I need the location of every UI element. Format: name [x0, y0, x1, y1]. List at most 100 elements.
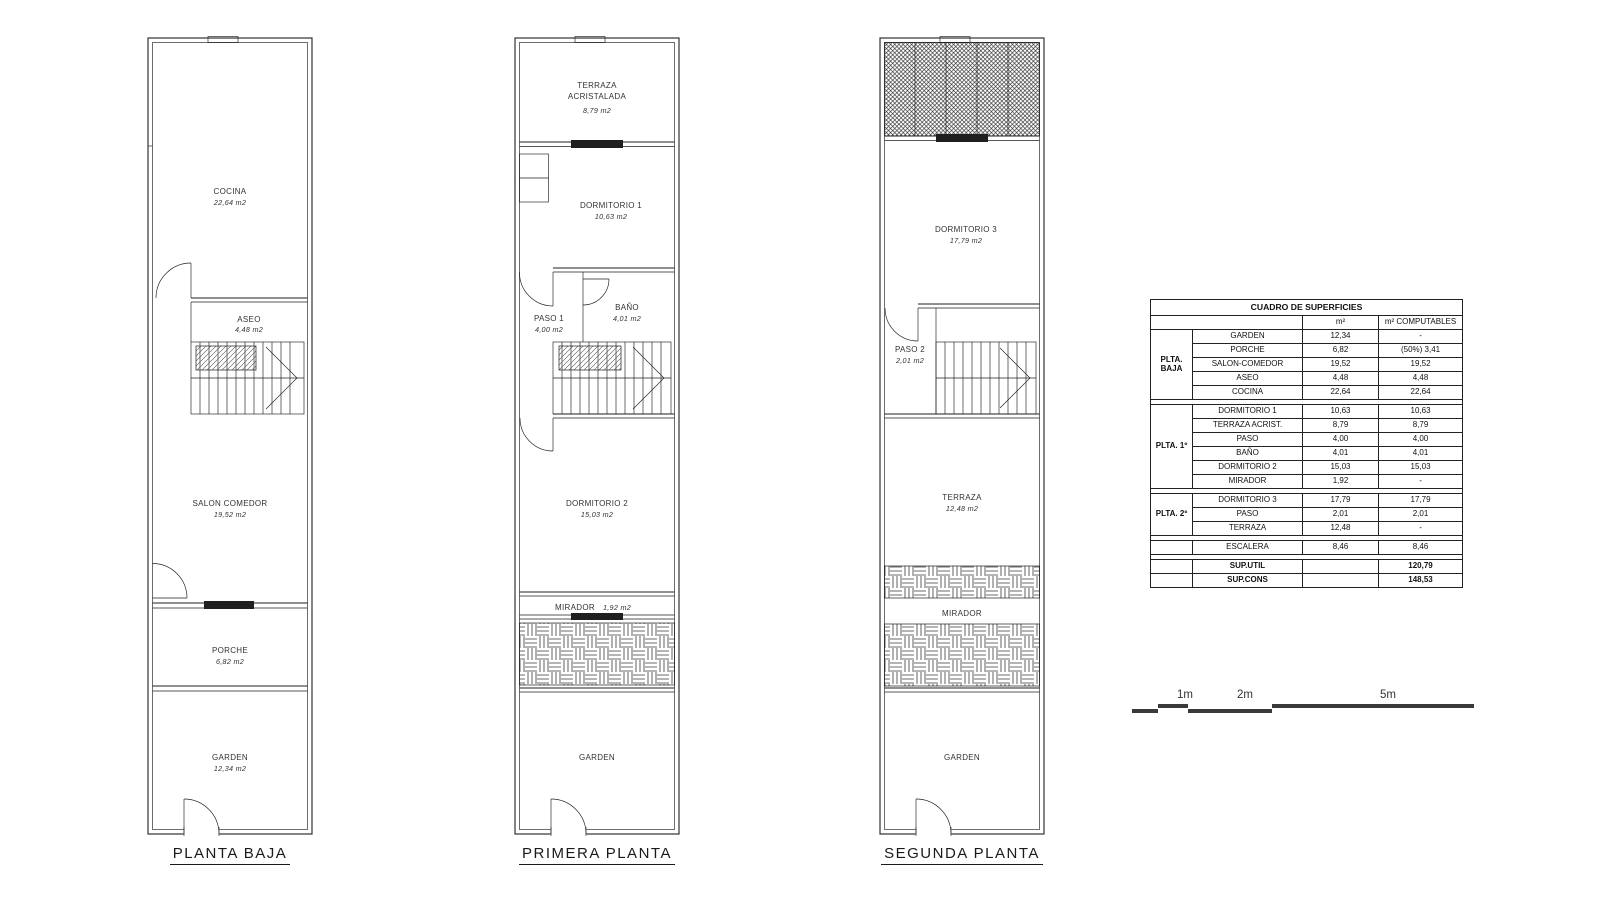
scale-bar-segments — [1132, 704, 1474, 713]
room-area-bano: 4,01 m2 — [613, 314, 641, 323]
cell-m2: 1,92 — [1302, 474, 1379, 489]
room-area-dormitorio3: 17,79 m2 — [950, 236, 982, 245]
table-header-row: m² m² COMPUTABLES — [1150, 315, 1464, 330]
table-row: PLTA. BAJA GARDEN 12,34 - — [1150, 329, 1464, 400]
room-area-cocina: 22,64 m2 — [213, 198, 246, 207]
plan-title-primera-planta: PRIMERA PLANTA — [513, 845, 681, 865]
table-row: DORMITORIO 2 15,03 15,03 — [1151, 460, 1464, 475]
plan-title-segunda-planta: SEGUNDA PLANTA — [878, 845, 1046, 865]
cell-m2: 8,79 — [1302, 418, 1379, 433]
cell-name: PASO — [1192, 507, 1303, 522]
cell-name: SUP.CONS — [1192, 573, 1303, 588]
room-label-terraza-acristalada-2: ACRISTALADA — [568, 92, 627, 101]
cell-name: DORMITORIO 2 — [1192, 460, 1303, 475]
plan-title-text: PLANTA BAJA — [169, 845, 291, 865]
table-row: PLTA. 1º DORMITORIO 1 10,63 10,63 — [1150, 404, 1464, 489]
table-row: MIRADOR 1,92 - — [1151, 474, 1464, 489]
table-row: PORCHE 6,82 (50%) 3,41 — [1151, 343, 1464, 358]
room-label-mirador: MIRADOR — [555, 603, 595, 612]
scale-bar: 1m 2m 5m — [1132, 689, 1474, 713]
cell-name: PORCHE — [1192, 343, 1303, 358]
cell-comp: 22,64 — [1377, 385, 1464, 400]
cell-comp: - — [1377, 474, 1464, 489]
terraza-window-wall — [519, 140, 675, 148]
cell-name: ASEO — [1192, 371, 1303, 386]
floorplan-primera-planta: TERRAZA ACRISTALADA 8,79 m2 DORMITORIO 1… — [514, 36, 680, 837]
cell-m2: 12,34 — [1302, 329, 1379, 344]
cell-name: DORMITORIO 3 — [1192, 493, 1303, 508]
table-row-escalera: ESCALERA 8,46 8,46 — [1150, 540, 1464, 555]
cell-name: TERRAZA — [1192, 521, 1303, 536]
cell-m2: 4,48 — [1302, 371, 1379, 386]
cell-m2 — [1302, 573, 1379, 588]
room-area-terraza: 12,48 m2 — [946, 504, 978, 513]
room-label-porche: PORCHE — [212, 646, 248, 655]
room-label-dormitorio1: DORMITORIO 1 — [580, 201, 642, 210]
room-label-garden: GARDEN — [944, 753, 980, 762]
door-dormitorio1 — [519, 271, 554, 307]
cell-name: SUP.UTIL — [1192, 559, 1303, 574]
header-empty-cell — [1150, 315, 1303, 330]
room-label-paso2: PASO 2 — [895, 345, 925, 354]
cell-m2: 12,48 — [1302, 521, 1379, 536]
table-row: ASEO 4,48 4,48 — [1151, 371, 1464, 386]
cell-name: GARDEN — [1192, 329, 1303, 344]
cell-name: COCINA — [1192, 385, 1303, 400]
cell-name: BAÑO — [1192, 446, 1303, 461]
room-area-aseo: 4,48 m2 — [235, 325, 263, 334]
cell-comp: 148,53 — [1377, 573, 1464, 588]
cell-empty — [1150, 540, 1193, 555]
scale-label-2m: 2m — [1237, 689, 1253, 701]
table-row: PASO 2,01 2,01 — [1151, 507, 1464, 522]
table-row: BAÑO 4,01 4,01 — [1151, 446, 1464, 461]
cell-m2: 15,03 — [1302, 460, 1379, 475]
door-garden — [183, 798, 220, 837]
room-area-porche: 6,82 m2 — [216, 657, 244, 666]
table-row: SALON-COMEDOR 19,52 19,52 — [1151, 357, 1464, 372]
room-area-salon: 19,52 m2 — [214, 510, 246, 519]
table-title-row: CUADRO DE SUPERFICIES — [1149, 299, 1464, 316]
cell-comp: 4,00 — [1377, 432, 1464, 447]
door-dormitorio2 — [519, 417, 554, 452]
room-area-mirador: 1,92 m2 — [603, 603, 631, 612]
surface-table: CUADRO DE SUPERFICIES m² m² COMPUTABLES … — [1149, 299, 1464, 588]
room-area-dormitorio1: 10,63 m2 — [595, 212, 627, 221]
cell-empty — [1150, 559, 1193, 574]
cell-m2: 4,01 — [1302, 446, 1379, 461]
room-label-garden: GARDEN — [212, 753, 248, 762]
exterior-walls — [514, 36, 680, 835]
door-salon — [152, 563, 188, 599]
closet — [519, 153, 549, 203]
cell-comp: (50%) 3,41 — [1377, 343, 1464, 358]
exterior-walls — [879, 36, 1045, 835]
header-computables: m² COMPUTABLES — [1377, 315, 1464, 330]
exterior-walls — [147, 36, 313, 835]
cell-comp: 10,63 — [1377, 404, 1464, 419]
cell-name: PASO — [1192, 432, 1303, 447]
cell-m2: 19,52 — [1302, 357, 1379, 372]
group-label-plta-1: PLTA. 1º — [1150, 404, 1193, 489]
cell-empty — [1150, 573, 1193, 588]
cell-comp: 4,01 — [1377, 446, 1464, 461]
cell-comp: 4,48 — [1377, 371, 1464, 386]
scale-label-5m: 5m — [1380, 689, 1396, 701]
room-label-dormitorio3: DORMITORIO 3 — [935, 225, 997, 234]
cell-name: DORMITORIO 1 — [1192, 404, 1303, 419]
plan-title-planta-baja: PLANTA BAJA — [146, 845, 314, 865]
mirador-walls — [519, 591, 675, 693]
cell-name: MIRADOR — [1192, 474, 1303, 489]
cell-m2: 22,64 — [1302, 385, 1379, 400]
cell-name: SALON-COMEDOR — [1192, 357, 1303, 372]
cell-m2 — [1302, 559, 1379, 574]
room-label-terraza-acristalada-1: TERRAZA — [577, 81, 617, 90]
group-label-plta-baja: PLTA. BAJA — [1150, 329, 1193, 400]
staircase — [190, 341, 305, 415]
table-title: CUADRO DE SUPERFICIES — [1149, 299, 1464, 316]
table-row-sup-util: SUP.UTIL 120,79 — [1150, 559, 1464, 574]
room-label-bano: BAÑO — [615, 303, 639, 312]
mirador-walls — [884, 565, 1040, 693]
table-row: TERRAZA 12,48 - — [1151, 521, 1464, 536]
cell-comp: 15,03 — [1377, 460, 1464, 475]
table-row-sup-cons: SUP.CONS 148,53 — [1150, 573, 1464, 588]
